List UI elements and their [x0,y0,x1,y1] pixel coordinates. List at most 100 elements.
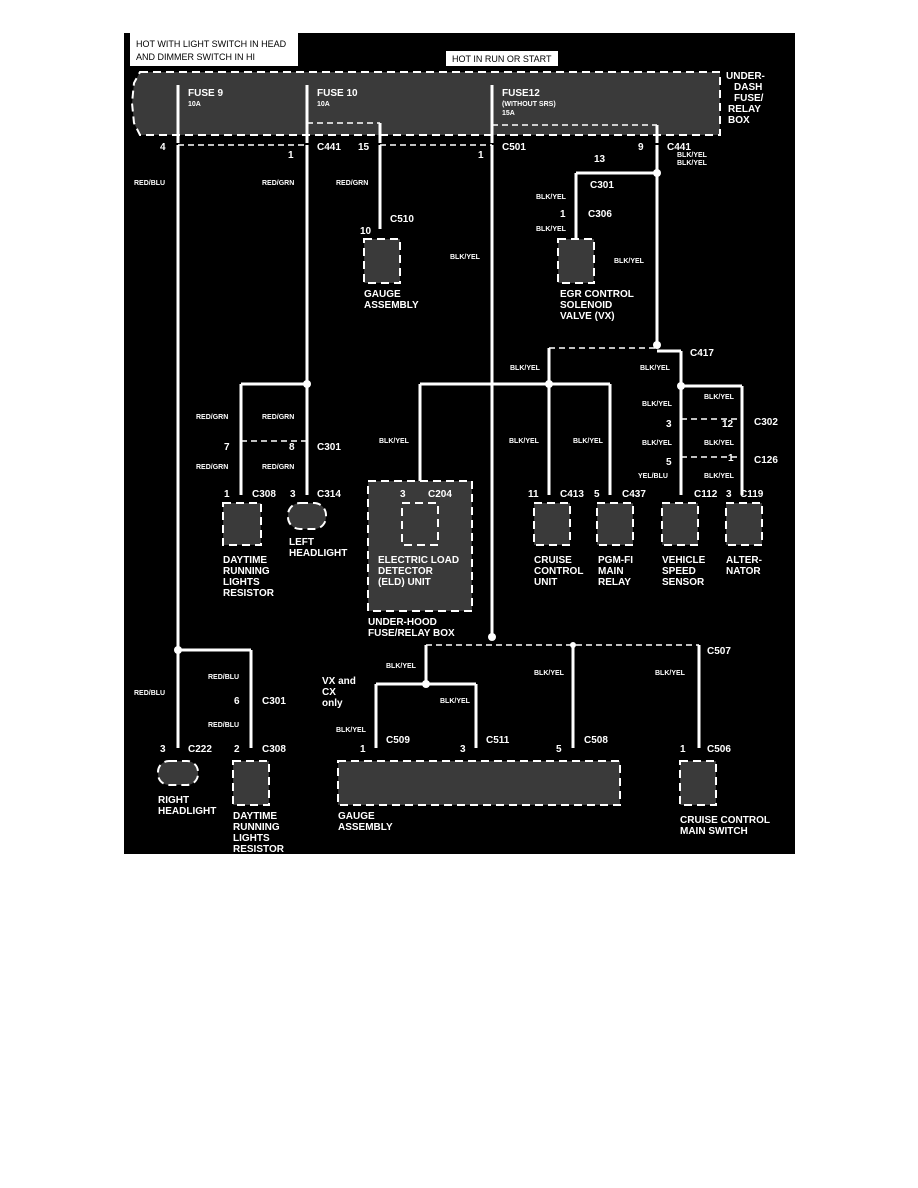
wire-red-grn-2: RED/GRN [196,414,228,421]
splice-dot-vxcx [422,680,430,688]
pin-5-c126: 5 [666,457,672,468]
right-hl-label-2: HEADLIGHT [158,806,216,817]
c126-label: C126 [754,455,778,466]
drl-label-2: RUNNING [223,566,270,577]
egr-label-1: EGR CONTROL [560,289,634,300]
vxcx-note-1: VX and [322,676,356,687]
wire-blk-yel-egr-1: BLK/YEL [536,194,567,201]
ccms-label-2: MAIN SWITCH [680,826,748,837]
c306-label: C306 [588,209,612,220]
wire-red-grn-3: RED/GRN [262,414,294,421]
egr-valve-box [557,238,595,284]
pin-1-c501: 1 [478,150,484,161]
pin-1-c308: 1 [224,489,230,500]
fuse10-label: FUSE 10 [317,88,358,99]
pin-3-c302: 3 [666,419,672,430]
wire-blk-yel-vss-2: BLK/YEL [642,440,673,447]
cruise-control-unit-box [533,502,571,546]
pin-2: 2 [234,744,240,755]
c506-label: C506 [707,744,731,755]
pin-1-c509: 1 [360,744,366,755]
drl-label-1: DAYTIME [223,555,267,566]
drl-label-3: LIGHTS [223,577,260,588]
gauge-top-label-1: GAUGE [364,289,401,300]
alt-label-2: NATOR [726,566,761,577]
under-dash-fuse-box [130,71,721,136]
wire-red-blu-2: RED/BLU [208,674,239,681]
pin-3-c314: 3 [290,489,296,500]
wiring-diagram-svg: HOT WITH LIGHT SWITCH IN HEAD AND DIMMER… [130,33,778,854]
pgm-fi-relay-box [596,502,634,546]
wiring-diagram: HOT WITH LIGHT SWITCH IN HEAD AND DIMMER… [124,33,795,854]
note-run-start: HOT IN RUN OR START [452,54,552,64]
fuse10-rating: 10A [317,101,330,108]
pin-1-c126: 1 [728,453,734,464]
fuse12-label: FUSE12 [502,88,540,99]
c112-label: C112 [694,489,718,500]
c417-label: C417 [690,348,714,359]
c437-label: C437 [622,489,646,500]
ccms-label-1: CRUISE CONTROL [680,815,770,826]
wire-blk-yel-right: BLK/YEL [614,258,645,265]
c508-label: C508 [584,735,608,746]
cruise-main-switch-box [679,760,717,806]
fuse12-rating: 15A [502,110,515,117]
right-headlight-box [157,760,199,786]
wire-blk-yel-pgm: BLK/YEL [573,438,604,445]
pgm-label-1: PGM-FI [598,555,633,566]
wire-blk-yel-c441-1: BLK/YEL [677,152,708,159]
splice-dot-red-grn [303,380,311,388]
wire-blk-yel-vss-1: BLK/YEL [642,401,673,408]
pin-1-c306: 1 [560,209,566,220]
wire-blk-yel-c506: BLK/YEL [655,670,686,677]
c301-label-upper: C301 [317,442,341,453]
wire-red-grn-6: RED/GRN [336,180,368,187]
c308-label-upper: C308 [252,489,276,500]
c509-label: C509 [386,735,410,746]
left-hl-label-1: LEFT [289,537,314,548]
fuse12-note: (WITHOUT SRS) [502,101,556,108]
c222-label: C222 [188,744,212,755]
wire-yel-blu: YEL/BLU [638,473,668,480]
c301-label-lower: C301 [262,696,286,707]
drl-lower-label-4: RESISTOR [233,844,285,854]
wire-blk-yel-c441-2: BLK/YEL [677,160,708,167]
wire-blk-yel-egr-2: BLK/YEL [536,226,567,233]
pin-1-c441: 1 [288,150,294,161]
splice-dot-c417 [653,341,661,349]
wire-blk-yel-eld: BLK/YEL [379,438,410,445]
wire-red-grn-1: RED/GRN [262,180,294,187]
pin-7: 7 [224,442,230,453]
pin-5-c508: 5 [556,744,562,755]
wire-red-blu-1: RED/BLU [134,180,165,187]
wire-blk-yel-c507: BLK/YEL [386,663,417,670]
eld-label-2: DETECTOR [378,566,434,577]
pgm-label-3: RELAY [598,577,631,588]
splice-dot-c507 [488,633,496,641]
ccu-label-2: CONTROL [534,566,583,577]
wire-blk-yel-c508: BLK/YEL [534,670,565,677]
pin-3-c511: 3 [460,744,466,755]
wire-red-blu-3: RED/BLU [134,690,165,697]
wire-blk-yel-alt-3: BLK/YEL [704,473,735,480]
pin-10: 10 [360,226,372,237]
wire-red-blu-4: RED/BLU [208,722,239,729]
ccu-label-3: UNIT [534,577,557,588]
c119-label: C119 [740,489,764,500]
eld-label-1: ELECTRIC LOAD [378,555,459,566]
vss-label-2: SPEED [662,566,696,577]
fusebox-label-4: RELAY [728,104,761,115]
c204-label: C204 [428,489,452,500]
gauge-bottom-label-1: GAUGE [338,811,375,822]
gauge-bottom-box [337,760,621,806]
wire-blk-yel-main: BLK/YEL [450,254,481,261]
pin-6: 6 [234,696,240,707]
drl-lower-label-2: RUNNING [233,822,280,833]
wire-red-grn-4: RED/GRN [196,464,228,471]
alt-label-1: ALTER- [726,555,762,566]
uhf-label-1: UNDER-HOOD [368,617,437,628]
fuse9-label: FUSE 9 [188,88,223,99]
drl-resistor-lower-box [232,760,270,806]
wire-blk-yel-c417-r: BLK/YEL [640,365,671,372]
left-hl-label-2: HEADLIGHT [289,548,347,559]
